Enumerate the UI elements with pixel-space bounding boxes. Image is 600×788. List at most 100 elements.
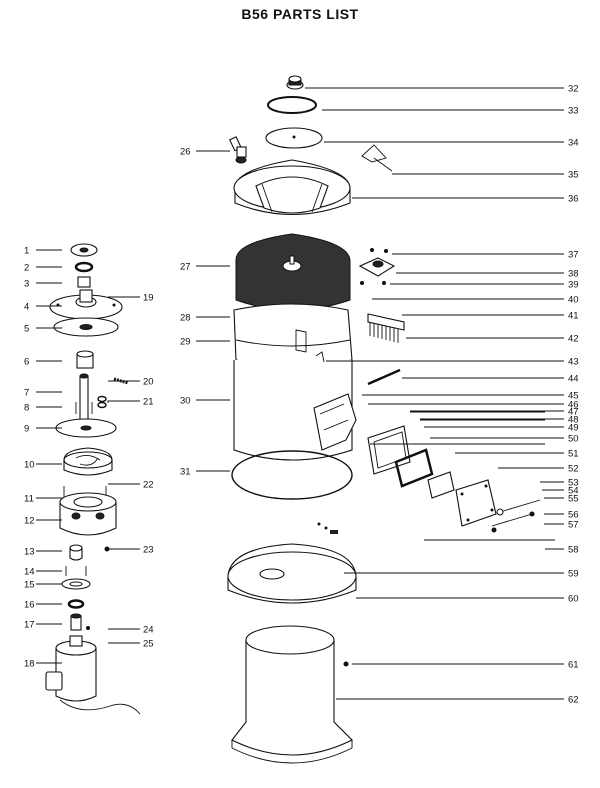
callout-label-27: 27 <box>180 262 191 273</box>
callout-label-37: 37 <box>568 250 579 261</box>
door-frame-part <box>313 393 357 451</box>
callout-label-49: 49 <box>568 423 579 434</box>
callout-label-50: 50 <box>568 434 579 445</box>
window-glass-part <box>427 471 455 499</box>
callout-label-7: 7 <box>24 388 29 399</box>
rod-part <box>367 368 401 386</box>
small-ball-part <box>104 546 110 552</box>
pump-housing-part <box>59 492 117 536</box>
callout-label-42: 42 <box>568 334 579 345</box>
bracket-part <box>358 248 396 285</box>
lower-housing-part <box>231 625 353 764</box>
mount-plate-part <box>53 317 119 337</box>
callout-label-60: 60 <box>568 594 579 605</box>
callout-label-13: 13 <box>24 547 35 558</box>
shaft-part <box>79 373 89 421</box>
callout-label-62: 62 <box>568 695 579 706</box>
spacer-part <box>76 350 94 369</box>
top-cover-part <box>233 159 351 215</box>
callout-label-20: 20 <box>143 377 154 388</box>
callout-label-23: 23 <box>143 545 154 556</box>
screws-part <box>317 522 338 534</box>
callout-label-17: 17 <box>24 620 35 631</box>
callout-label-30: 30 <box>180 396 191 407</box>
callout-label-54: 54 <box>568 486 579 497</box>
seal-washer-part <box>67 599 85 609</box>
callout-label-10: 10 <box>24 460 35 471</box>
callout-label-36: 36 <box>568 194 579 205</box>
bracket-lines <box>107 400 555 541</box>
callout-label-6: 6 <box>24 357 29 368</box>
callout-label-25: 25 <box>143 639 154 650</box>
callout-layer: 1234567891011121314151617181920212223242… <box>24 84 579 706</box>
callout-label-11: 11 <box>24 494 34 505</box>
callout-label-16: 16 <box>24 600 35 611</box>
callout-label-33: 33 <box>568 106 579 117</box>
callout-label-43: 43 <box>568 357 579 368</box>
callout-label-15: 15 <box>24 580 35 591</box>
callout-label-35: 35 <box>568 170 579 181</box>
callout-label-19: 19 <box>143 293 154 304</box>
callout-label-51: 51 <box>568 449 579 460</box>
basket-band-part <box>233 303 353 367</box>
lid-gasket-ring-part <box>267 96 317 114</box>
coupler-part <box>70 613 90 631</box>
callout-label-8: 8 <box>24 403 29 414</box>
callout-label-26: 26 <box>180 147 191 158</box>
window-gasket-part <box>394 448 434 488</box>
shaft-o-rings-part <box>97 395 107 409</box>
small-pin-part <box>343 661 349 667</box>
callout-label-3: 3 <box>24 279 29 290</box>
callout-label-24: 24 <box>143 625 154 636</box>
callout-label-1: 1 <box>24 246 29 257</box>
top-knob-part <box>286 75 304 90</box>
door-plate-part <box>455 479 497 527</box>
callout-label-9: 9 <box>24 424 29 435</box>
diagram-title: B56 PARTS LIST <box>241 6 359 22</box>
window-frame-part <box>367 425 411 475</box>
base-plate-part <box>227 543 357 604</box>
screen-basket-part <box>235 233 351 311</box>
seal-ring-part <box>61 566 91 590</box>
clip-part <box>315 351 325 363</box>
callout-label-2: 2 <box>24 263 29 274</box>
callout-label-58: 58 <box>568 545 579 556</box>
callout-label-59: 59 <box>568 569 579 580</box>
spray-fitting-part <box>229 136 247 164</box>
wrench-tool-part <box>361 144 393 172</box>
callout-label-14: 14 <box>24 567 35 578</box>
callout-label-38: 38 <box>568 269 579 280</box>
callout-label-39: 39 <box>568 280 579 291</box>
callout-label-22: 22 <box>143 480 154 491</box>
bushing-part <box>77 276 91 288</box>
motor-part <box>45 635 141 715</box>
callout-label-21: 21 <box>143 397 154 408</box>
callout-label-29: 29 <box>180 337 191 348</box>
callout-label-28: 28 <box>180 313 191 324</box>
bolts-part <box>75 402 93 414</box>
gasket-plate-part <box>55 418 117 438</box>
callout-label-48: 48 <box>568 415 579 426</box>
hinge-part <box>491 499 541 533</box>
callout-label-31: 31 <box>180 467 191 478</box>
callout-label-61: 61 <box>568 660 579 671</box>
callout-label-47: 47 <box>568 407 579 418</box>
callout-label-52: 52 <box>568 464 579 475</box>
callout-label-45: 45 <box>568 391 579 402</box>
seal-cup-part <box>69 544 83 561</box>
callout-label-46: 46 <box>568 400 579 411</box>
callout-label-5: 5 <box>24 324 29 335</box>
impeller-part <box>63 447 113 476</box>
callout-label-55: 55 <box>568 494 579 505</box>
comb-blade-part <box>367 313 405 343</box>
cap-nut-part <box>70 243 98 257</box>
washer-part <box>74 261 94 273</box>
callout-label-41: 41 <box>568 311 579 322</box>
callout-label-44: 44 <box>568 374 579 385</box>
callout-label-56: 56 <box>568 510 579 521</box>
callout-label-40: 40 <box>568 295 579 306</box>
callout-label-53: 53 <box>568 478 579 489</box>
flange-part <box>49 289 123 320</box>
